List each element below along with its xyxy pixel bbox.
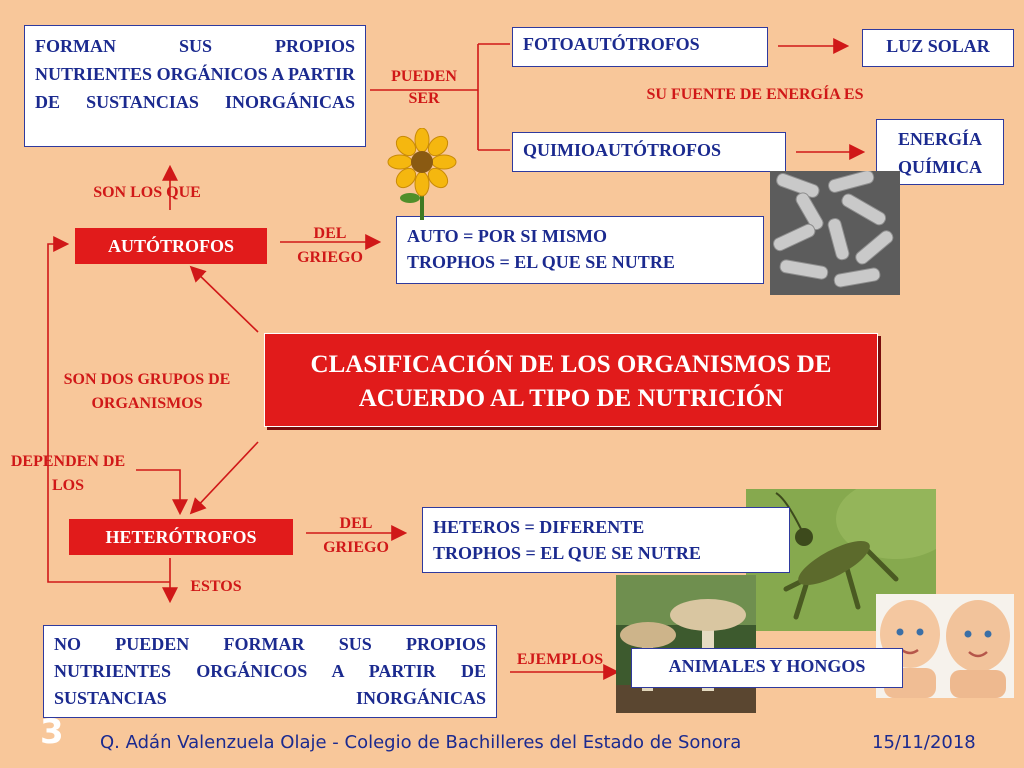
footer-date: 15/11/2018 xyxy=(872,732,976,753)
arrow-title-heterotrofos xyxy=(189,441,259,515)
label-estos: ESTOS xyxy=(190,578,242,595)
label-ejemplos: EJEMPLOS xyxy=(516,651,604,668)
autotrofos-etymology-box: AUTO = POR SI MISMO TROPHOS = EL QUE SE … xyxy=(396,216,764,284)
heterotrofos-etymology-1: HETEROS = DIFERENTE xyxy=(433,517,645,537)
arrow-dependen xyxy=(136,469,188,516)
luz-solar-text: LUZ SOLAR xyxy=(886,36,990,56)
heterotrofos-etymology-box: HETEROS = DIFERENTE TROPHOS = EL QUE SE … xyxy=(422,507,790,573)
heterotrofos-box: HETERÓTROFOS xyxy=(68,518,294,556)
heterotrofos-definition-text: NO PUEDEN FORMAR SUS PROPIOS NUTRIENTES … xyxy=(54,634,486,708)
energia-quimica-box: ENERGÍA QUÍMICA xyxy=(876,119,1004,185)
label-pueden-ser: PUEDEN SER xyxy=(391,68,457,107)
page-title: CLASIFICACIÓN DE LOS ORGANISMOS DE ACUER… xyxy=(310,351,832,412)
arrow-title-autotrofos xyxy=(189,265,259,333)
label-autotrofos-del-griego: DEL GRIEGO xyxy=(297,225,363,266)
autotrofos-box: AUTÓTROFOS xyxy=(74,227,268,265)
label-son-los-que: SON LOS QUE xyxy=(93,184,201,201)
heterotrofos-definition-box: NO PUEDEN FORMAR SUS PROPIOS NUTRIENTES … xyxy=(43,625,497,718)
arrow-loop-autotrofos xyxy=(47,236,170,583)
quimioautotrofos-box: QUIMIOAUTÓTROFOS xyxy=(512,132,786,172)
autotrofos-definition-box: FORMAN SUS PROPIOS NUTRIENTES ORGÁNICOS … xyxy=(24,25,366,147)
energia-quimica-text: ENERGÍA QUÍMICA xyxy=(897,129,982,177)
examples-text: ANIMALES Y HONGOS xyxy=(668,656,866,676)
fotoautotrofos-box: FOTOAUTÓTROFOS xyxy=(512,27,768,67)
autotrofos-etymology-2: TROPHOS = EL QUE SE NUTRE xyxy=(407,252,675,272)
quimioautotrofos-text: QUIMIOAUTÓTROFOS xyxy=(523,140,722,160)
bacteria-image xyxy=(770,171,900,295)
title-box: CLASIFICACIÓN DE LOS ORGANISMOS DE ACUER… xyxy=(264,333,878,427)
label-son-dos-grupos: SON DOS GRUPOS DE ORGANISMOS xyxy=(63,371,231,412)
heterotrofos-etymology-2: TROPHOS = EL QUE SE NUTRE xyxy=(433,543,701,563)
label-fuente-energia: SU FUENTE DE ENERGÍA ES xyxy=(646,86,864,103)
label-dependen-de-los: DEPENDEN DE LOS xyxy=(10,453,126,494)
mushroom-image xyxy=(616,575,756,713)
label-heterotrofos-del-griego: DEL GRIEGO xyxy=(323,515,389,556)
fotoautotrofos-text: FOTOAUTÓTROFOS xyxy=(523,34,700,54)
autotrofos-etymology-1: AUTO = POR SI MISMO xyxy=(407,226,607,246)
slide-number: 3 xyxy=(40,712,64,752)
autotrofos-definition-text: FORMAN SUS PROPIOS NUTRIENTES ORGÁNICOS … xyxy=(35,36,355,112)
luz-solar-box: LUZ SOLAR xyxy=(862,29,1014,67)
autotrofos-label: AUTÓTROFOS xyxy=(107,236,235,256)
examples-box: ANIMALES Y HONGOS xyxy=(631,648,903,688)
babies-image xyxy=(876,594,1014,698)
footer-author: Q. Adán Valenzuela Olaje - Colegio de Ba… xyxy=(100,732,742,753)
sunflower-image xyxy=(387,128,457,220)
heterotrofos-label: HETERÓTROFOS xyxy=(105,527,257,547)
